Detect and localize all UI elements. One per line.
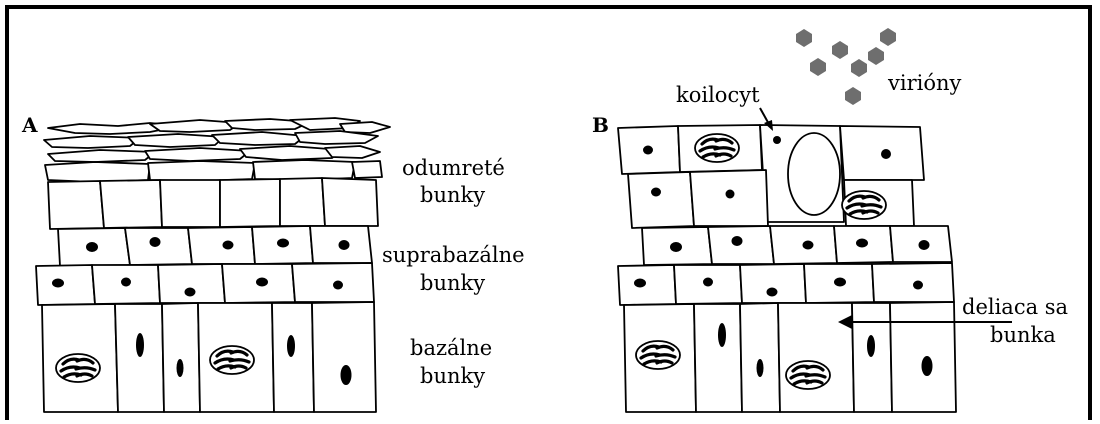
dividing-nucleus-a1 [56, 354, 100, 382]
virion-1 [796, 29, 812, 47]
dead-cells-label-line1: odumreté [402, 156, 505, 180]
panel-b: B [592, 113, 956, 412]
virions-label: virióny [887, 71, 962, 95]
virion-2 [832, 41, 848, 59]
virion-3 [880, 28, 896, 46]
dividing-nucleus-a2 [210, 346, 254, 374]
panel-a-label: A [21, 113, 38, 137]
dividing-nucleus-b1 [695, 134, 739, 162]
virion-5 [810, 58, 826, 76]
suprabasal-row-2 [36, 263, 374, 305]
basal-row [42, 302, 376, 412]
suprabasal-row-1-b [642, 226, 952, 265]
dividing-nucleus-b3 [636, 341, 680, 369]
virions-cluster [796, 28, 896, 105]
virion-7 [845, 87, 861, 105]
basal-row-b [624, 302, 956, 412]
suprabasal-label-line1: suprabazálne [382, 243, 525, 267]
koilocyte-label: koilocyt [676, 83, 760, 107]
virion-6 [851, 59, 867, 77]
koilocyte-vacuole [788, 133, 840, 215]
virion-4 [868, 47, 884, 65]
dividing-nucleus-b2 [842, 191, 886, 219]
dead-cells-label-line2: bunky [420, 183, 485, 207]
suprabasal-row-1 [58, 226, 372, 266]
dividing-cell-label-line1: deliaca sa [962, 295, 1068, 319]
dividing-nucleus-b4 [786, 361, 830, 389]
panel-b-label: B [592, 113, 609, 137]
suprabasal-label-line2: bunky [420, 271, 485, 295]
suprabasal-row-2-b [618, 263, 954, 305]
granular-cells-row [48, 178, 378, 229]
basal-label-line2: bunky [420, 364, 485, 388]
panel-a: A [21, 113, 390, 412]
dividing-cell-label-line2: bunka [990, 323, 1056, 347]
dead-cells-layer [44, 118, 390, 182]
basal-label-line1: bazálne [410, 336, 492, 360]
